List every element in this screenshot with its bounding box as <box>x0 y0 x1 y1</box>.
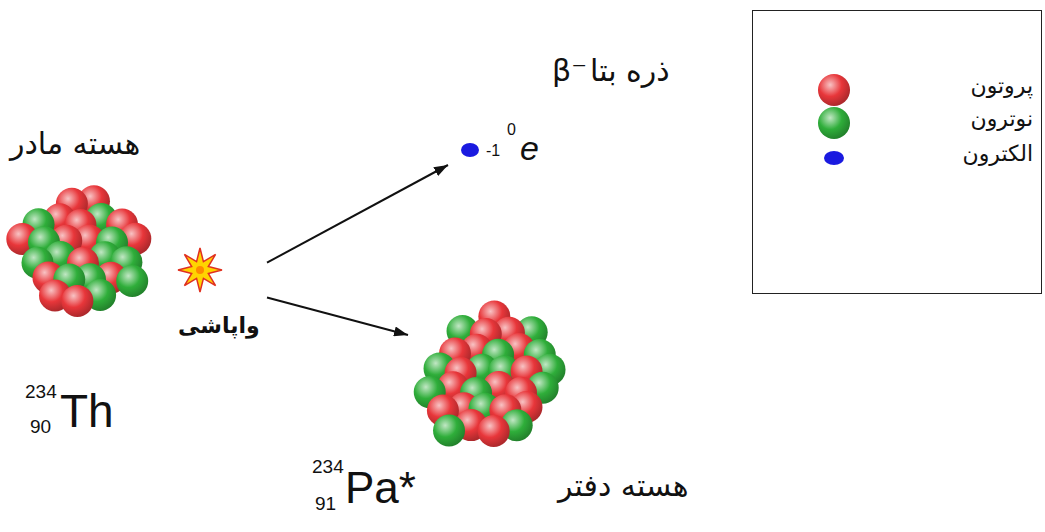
legend-swatch <box>818 107 850 139</box>
legend-swatch-area <box>813 73 855 107</box>
node-picture <box>408 290 580 465</box>
charge-number: -1 <box>486 141 500 160</box>
beta-particle: ذره بتاβ⁻ 0 -1 e <box>448 48 710 173</box>
mass-number: 0 <box>507 120 516 139</box>
legend-entry: پروتون <box>813 73 1033 107</box>
nucleon-ball <box>116 265 148 297</box>
decay-label: واپاشی <box>178 313 260 339</box>
legend-swatch-area <box>813 141 855 175</box>
element-symbol: Th <box>60 384 114 439</box>
legend-entry: نوترون <box>813 106 1033 140</box>
particle-label: ذره بتا <box>590 53 670 89</box>
mass-number: 234 <box>25 381 57 404</box>
node-picture <box>5 180 267 325</box>
legend-entry: الکترون <box>813 141 1033 175</box>
legend-text: پروتون <box>970 73 1033 99</box>
electron-symbol: e <box>520 128 539 169</box>
nucleus-label: هسته مادر <box>10 126 140 162</box>
beta-symbol: β⁻ <box>552 53 587 89</box>
electron-dot <box>461 143 479 157</box>
daughter-nucleus: هسته دفتر23491Pa* <box>408 290 580 465</box>
arrow-connector <box>267 297 408 335</box>
legend-text: الکترون <box>962 141 1033 167</box>
arrow-connector <box>267 165 448 263</box>
legend-swatch <box>824 151 844 165</box>
legend-box: پروتون نوترون الکترون <box>752 10 1042 294</box>
legend-text: نوترون <box>970 106 1033 132</box>
element-symbol: Pa* <box>345 462 416 515</box>
legend-swatch-area <box>813 106 855 140</box>
nucleon-ball <box>433 415 465 447</box>
decay-star-core <box>196 266 204 274</box>
nucleon-ball <box>478 415 510 447</box>
atomic-number: 90 <box>30 416 51 439</box>
atomic-number: 91 <box>315 493 336 516</box>
parent-nucleus: هسته مادر23490Th <box>5 180 267 325</box>
legend-swatch <box>818 74 850 106</box>
nucleus-label: هسته دفتر <box>558 468 689 504</box>
decay-star <box>178 248 222 292</box>
nucleon-ball <box>61 285 93 317</box>
mass-number: 234 <box>312 456 344 479</box>
